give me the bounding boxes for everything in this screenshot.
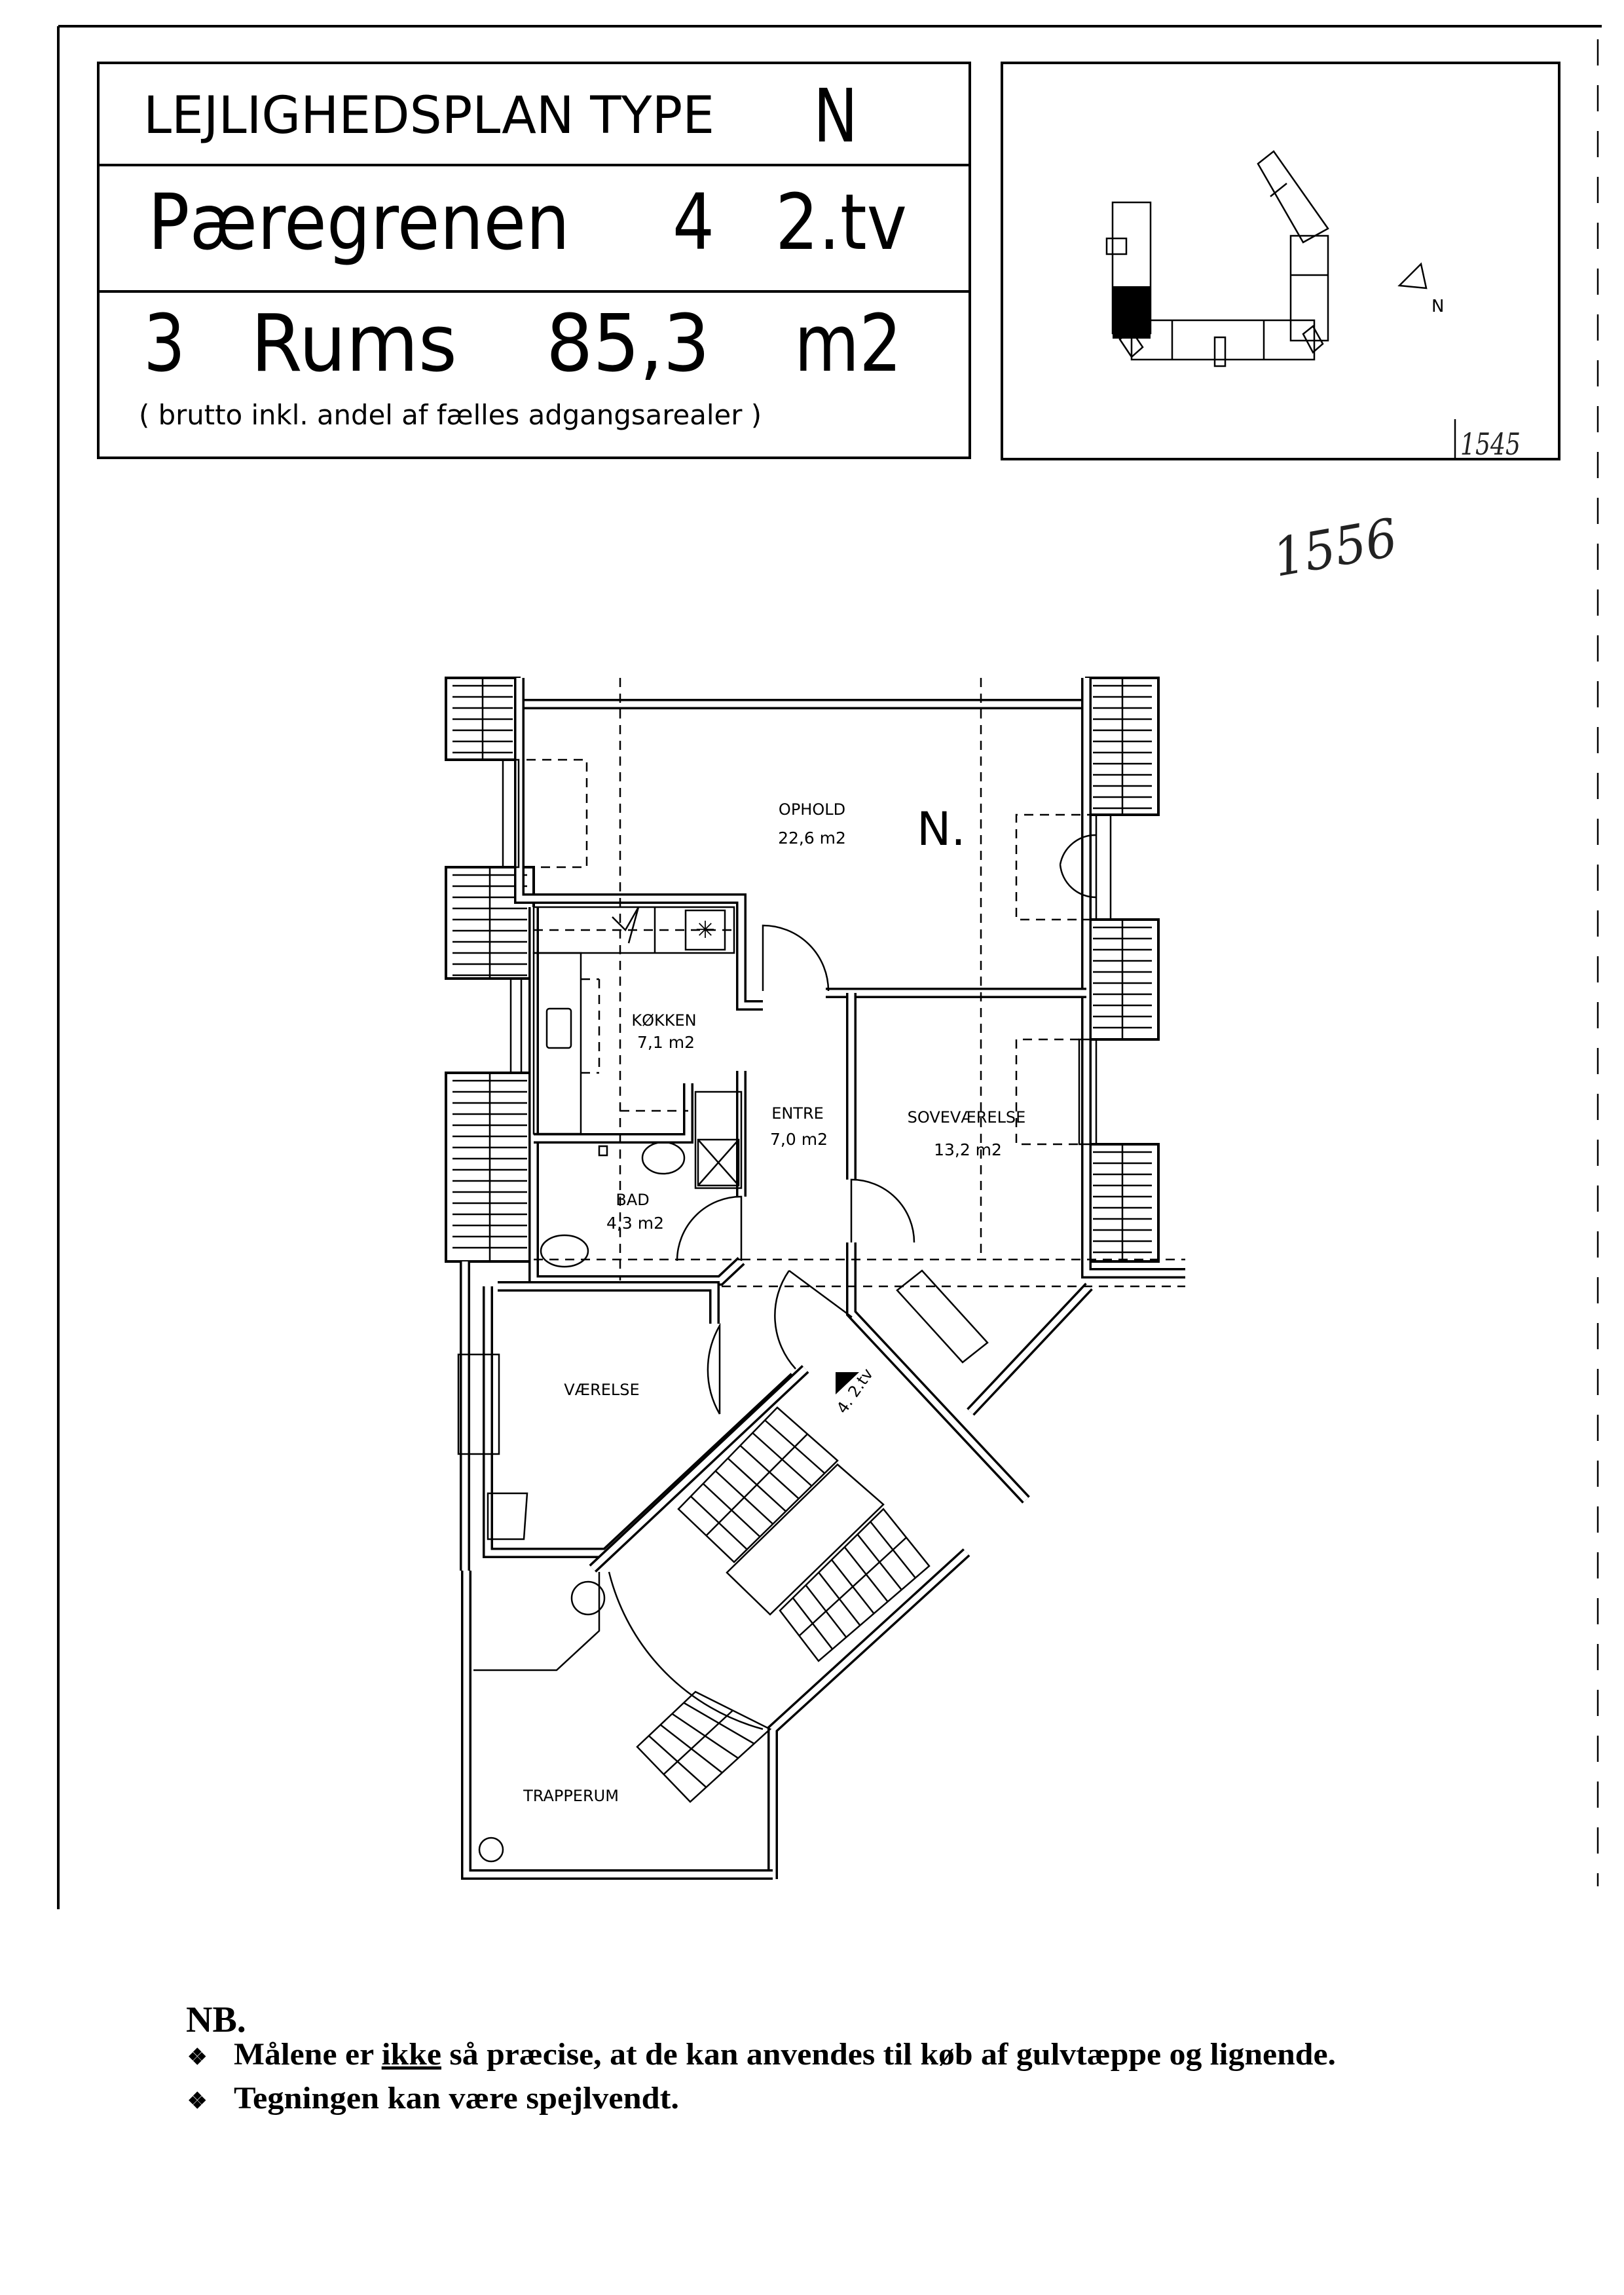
kitchen-fixtures: ✳ (532, 906, 735, 1135)
wall-core (968, 1284, 1092, 1415)
wall-core (1083, 678, 1185, 1277)
wall (514, 678, 763, 1011)
area-value: 85,3 (546, 299, 710, 390)
floor-plan: ✳ (445, 677, 1185, 1880)
room-name-sovevaerelse: SOVEVÆRELSE (908, 1108, 1026, 1127)
balconies (445, 677, 1160, 1263)
area-unit: m2 (794, 299, 902, 390)
wall-core (848, 1242, 1029, 1502)
notes-title: NB. (186, 2000, 246, 2040)
washbasin-icon (641, 1141, 686, 1175)
wall (534, 1083, 693, 1144)
note-line-2: Tegningen kan være spejlvendt. (234, 2081, 679, 2116)
wall (846, 1242, 1030, 1504)
bullet-icon: ❖ (187, 2089, 207, 2114)
wall-core (590, 1366, 808, 1571)
handwritten-page-number: 1556 (1268, 507, 1401, 589)
bath-fixtures (540, 1091, 743, 1268)
room-name-bad: BAD (616, 1191, 649, 1209)
house-number: 4 (673, 177, 714, 267)
balcony (445, 677, 521, 761)
walls (460, 678, 1185, 1880)
stair-center-line (663, 1709, 733, 1775)
building-outline (1105, 150, 1329, 367)
floor-side: 2.tv (775, 177, 907, 267)
unit-marker-icon (836, 1372, 859, 1394)
wall-core (516, 678, 763, 1009)
notes: NB. ❖ Målene er ikke så præcise, at de k… (186, 2000, 1336, 2116)
room-area-kokken: 7,1 m2 (637, 1033, 695, 1052)
doors (676, 834, 1097, 1415)
room-count: 3 (143, 299, 185, 390)
room-area-sovevaerelse: 13,2 m2 (934, 1140, 1002, 1159)
handwritten-box-number: 1545 (1460, 426, 1521, 462)
page-frame (57, 25, 1602, 1909)
wall-core (769, 1550, 969, 1879)
room-name-ophold: OPHOLD (779, 800, 845, 819)
balcony (1085, 918, 1160, 1041)
note-emphasis: ikke (382, 2037, 441, 2072)
room-area-ophold: 22,6 m2 (778, 829, 846, 848)
wall-core (534, 1083, 692, 1142)
balcony (1085, 1143, 1160, 1263)
staircase (473, 1406, 931, 1863)
sink-icon (545, 1007, 572, 1049)
stair-center-line (798, 1537, 907, 1637)
bullet-icon: ❖ (187, 2045, 207, 2070)
wall (498, 1281, 720, 1324)
key-map: N 1545 (1001, 62, 1560, 462)
street-name: Pæregrenen (148, 177, 570, 267)
room-name-trapperum: TRAPPERUM (523, 1787, 619, 1805)
north-arrow-icon (1397, 262, 1428, 289)
title-block: LEJLIGHEDSPLAN TYPE N Pæregrenen 4 2.tv … (97, 62, 971, 459)
dashed-guides (526, 678, 1185, 1288)
wall-core (463, 1571, 773, 1878)
stair-center-line (705, 1433, 808, 1537)
room-area-bad: 4,3 m2 (606, 1214, 664, 1233)
type-mark: N. (917, 802, 966, 856)
area-note: ( brutto inkl. andel af fælles adgangsar… (139, 399, 762, 431)
note-line-1-end: så præcise, at de kan anvendes til køb a… (441, 2037, 1336, 2072)
stove-icon (684, 909, 726, 951)
windows (457, 758, 1112, 1455)
stove-burner-icon: ✳ (695, 917, 715, 944)
wall (461, 1571, 773, 1880)
wall-core (498, 1283, 718, 1324)
rooms-label: Rums (251, 299, 457, 390)
plan-type-letter: N (813, 74, 858, 159)
balcony (445, 1072, 535, 1263)
room-name-kokken: KØKKEN (631, 1011, 696, 1030)
balcony (1085, 677, 1160, 816)
wall (1081, 678, 1185, 1278)
plan-type-title: LEJLIGHEDSPLAN TYPE (143, 86, 714, 145)
toilet-icon (540, 1234, 589, 1268)
north-label: N (1431, 297, 1444, 316)
room-name-entre: ENTRE (771, 1104, 824, 1123)
note-line-1-start: Målene er (234, 2037, 382, 2072)
room-name-vaerelse: VÆRELSE (564, 1381, 639, 1399)
wall (767, 1548, 970, 1879)
room-area-entre: 7,0 m2 (770, 1130, 828, 1149)
note-line-1: Målene er ikke så præcise, at de kan anv… (234, 2037, 1336, 2072)
